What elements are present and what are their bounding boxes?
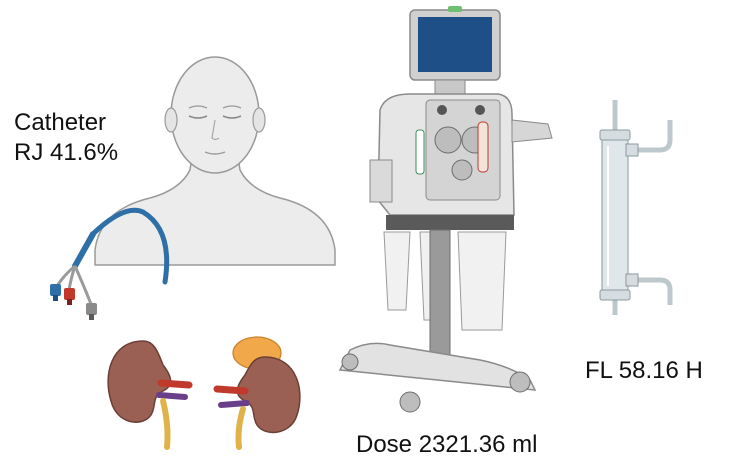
hemofilter-icon (590, 100, 680, 315)
catheter-label: Catheter RJ 41.6% (14, 108, 118, 168)
filter-label: FL 58.16 H (585, 356, 703, 386)
dialysis-machine-icon (330, 10, 560, 420)
catheter-title: Catheter (14, 108, 118, 138)
catheter-value: RJ 41.6% (14, 138, 118, 168)
dose-label: Dose 2321.36 ml (356, 430, 537, 459)
kidneys-icon (105, 335, 305, 450)
catheter-icon (45, 200, 190, 325)
